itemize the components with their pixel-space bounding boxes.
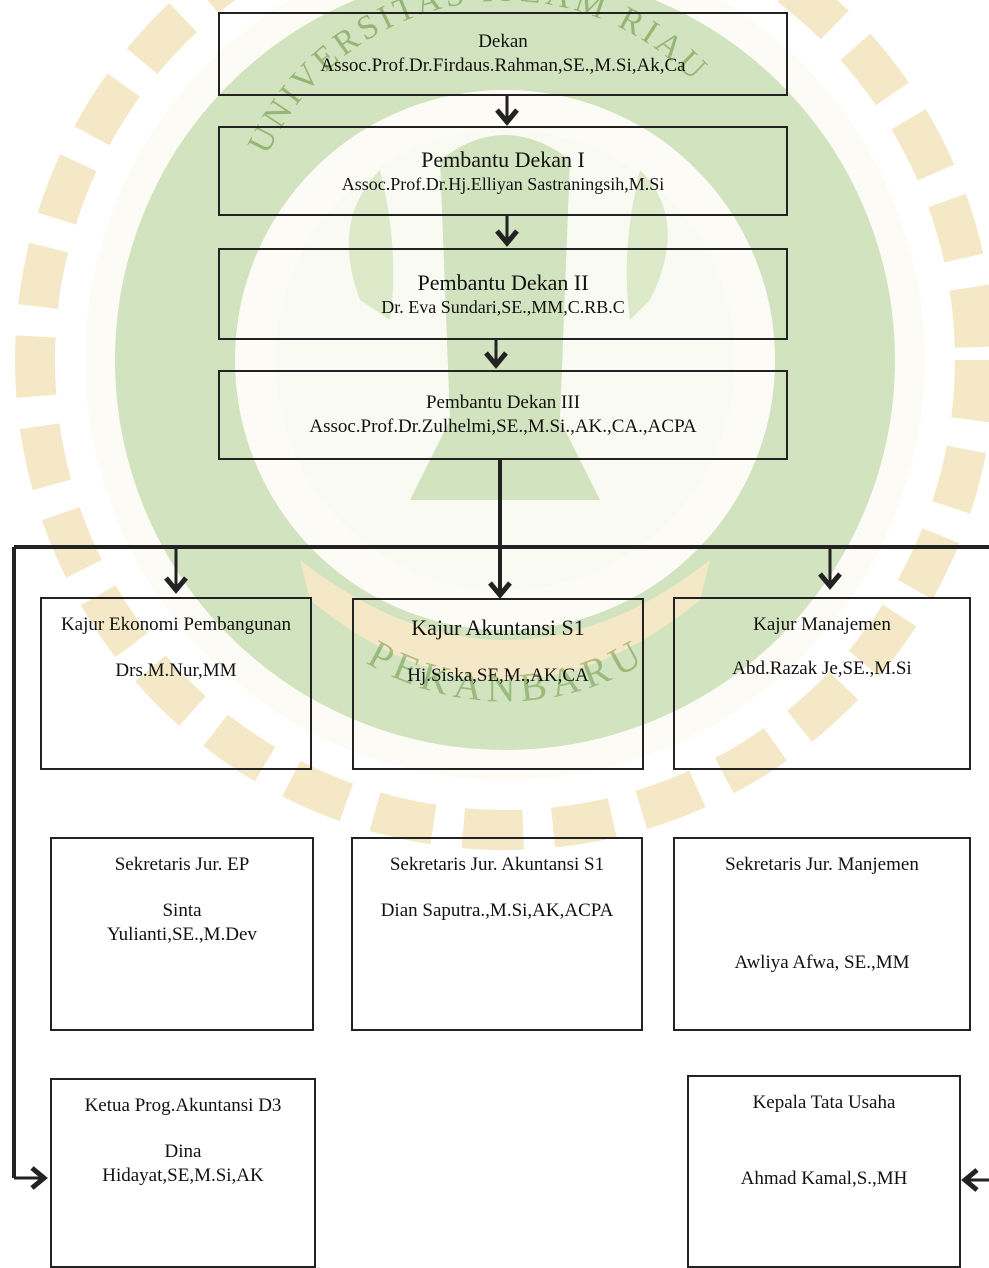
pembantu-dekan-2-name: Dr. Eva Sundari,SE.,MM,C.RB.C: [381, 296, 625, 317]
pembantu-dekan-3-name: Assoc.Prof.Dr.Zulhelmi,SE.,M.Si.,AK.,CA.…: [309, 416, 697, 437]
kajur-akuntansi-name: Hj.Siska,SE,M.,AK,CA: [407, 665, 589, 686]
ketua-d3-title: Ketua Prog.Akuntansi D3: [84, 1095, 282, 1116]
kepala-tata-usaha-box: Kepala Tata Usaha Ahmad Kamal,S.,MH: [687, 1075, 961, 1268]
sekretaris-manajemen-name: Awliya Afwa, SE.,MM: [734, 952, 910, 973]
sekretaris-ep-box: Sekretaris Jur. EP Sinta Yulianti,SE.,M.…: [50, 837, 314, 1031]
sekretaris-akuntansi-box: Sekretaris Jur. Akuntansi S1 Dian Saputr…: [351, 837, 643, 1031]
dekan-box: Dekan Assoc.Prof.Dr.Firdaus.Rahman,SE.,M…: [218, 12, 788, 96]
pembantu-dekan-1-box: Pembantu Dekan I Assoc.Prof.Dr.Hj.Elliya…: [218, 126, 788, 216]
dekan-name: Assoc.Prof.Dr.Firdaus.Rahman,SE.,M.Si,Ak…: [320, 55, 686, 76]
pembantu-dekan-1-name: Assoc.Prof.Dr.Hj.Elliyan Sastraningsih,M…: [341, 173, 665, 194]
pembantu-dekan-3-title: Pembantu Dekan III: [425, 392, 581, 413]
kepala-tu-name: Ahmad Kamal,S.,MH: [740, 1168, 908, 1189]
kajur-ekonomi-pembangunan-box: Kajur Ekonomi Pembangunan Drs.M.Nur,MM: [40, 597, 312, 770]
kajur-akuntansi-title: Kajur Akuntansi S1: [411, 615, 585, 640]
sekretaris-ep-title: Sekretaris Jur. EP: [114, 854, 250, 875]
pembantu-dekan-1-title: Pembantu Dekan I: [421, 146, 585, 172]
kajur-manajemen-name: Abd.Razak Je,SE.,M.Si: [732, 658, 912, 679]
pembantu-dekan-2-title: Pembantu Dekan II: [417, 269, 589, 295]
kajur-manajemen-title: Kajur Manajemen: [753, 614, 891, 635]
kajur-manajemen-box: Kajur Manajemen Abd.Razak Je,SE.,M.Si: [673, 597, 971, 770]
kajur-ep-name: Drs.M.Nur,MM: [115, 660, 237, 681]
sekretaris-akuntansi-title: Sekretaris Jur. Akuntansi S1: [389, 854, 605, 875]
kajur-ep-title: Kajur Ekonomi Pembangunan: [60, 614, 292, 635]
kajur-akuntansi-s1-box: Kajur Akuntansi S1 Hj.Siska,SE,M.,AK,CA: [352, 598, 644, 770]
dekan-title: Dekan: [478, 31, 528, 52]
ketua-d3-name: Dina Hidayat,SE,M.Si,AK: [102, 1141, 264, 1186]
kepala-tu-title: Kepala Tata Usaha: [752, 1092, 896, 1113]
pembantu-dekan-2-box: Pembantu Dekan II Dr. Eva Sundari,SE.,MM…: [218, 248, 788, 340]
ketua-prog-akuntansi-d3-box: Ketua Prog.Akuntansi D3 Dina Hidayat,SE,…: [50, 1078, 316, 1268]
pembantu-dekan-3-box: Pembantu Dekan III Assoc.Prof.Dr.Zulhelm…: [218, 370, 788, 460]
sekretaris-manajemen-title: Sekretaris Jur. Manjemen: [725, 854, 919, 875]
sekretaris-akuntansi-name: Dian Saputra.,M.Si,AK,ACPA: [380, 900, 614, 921]
sekretaris-ep-name: Sinta Yulianti,SE.,M.Dev: [107, 900, 257, 945]
sekretaris-manajemen-box: Sekretaris Jur. Manjemen Awliya Afwa, SE…: [673, 837, 971, 1031]
